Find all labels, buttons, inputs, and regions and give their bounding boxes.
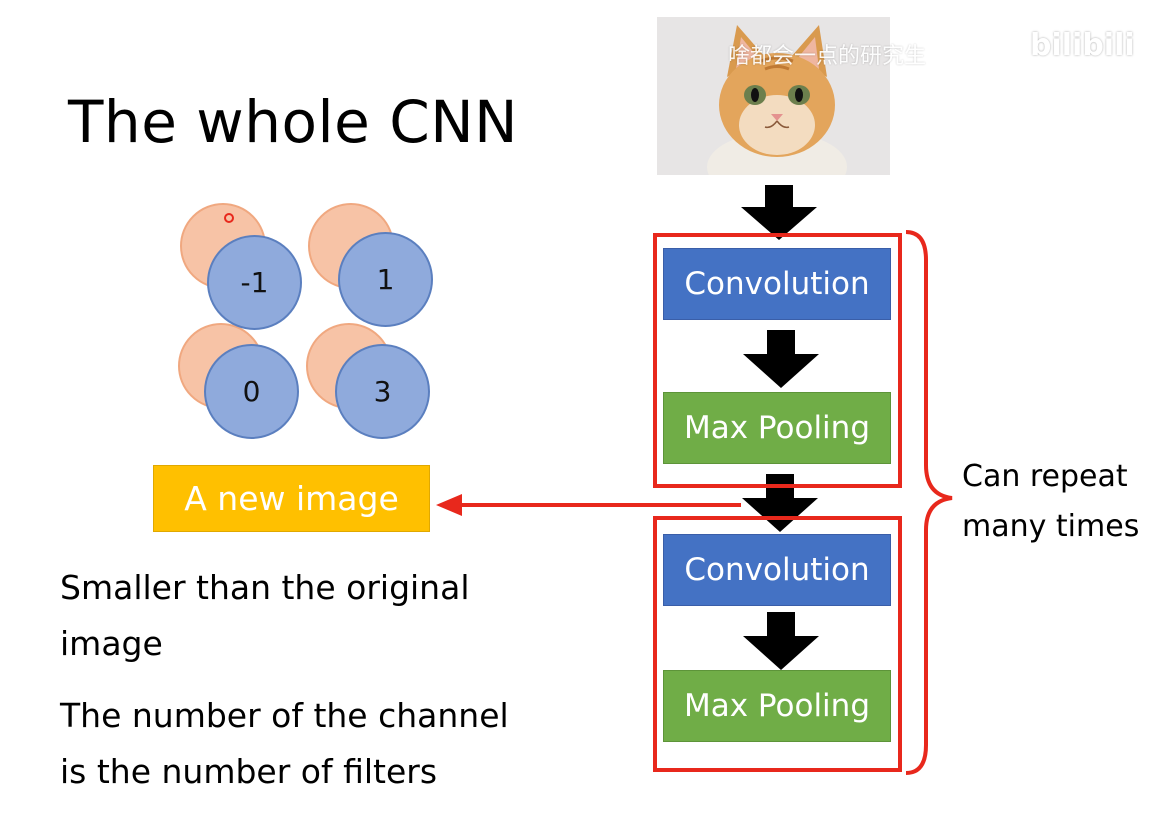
arrow-down-icon: [741, 185, 817, 240]
repeat-block-frame: [653, 233, 902, 488]
note-line: Smaller than the original: [60, 568, 470, 607]
note-line: image: [60, 624, 163, 663]
feature-value-circle: 3: [335, 344, 430, 439]
arrow-left-icon: [436, 494, 741, 516]
watermark-logo: bilibili: [1030, 28, 1135, 63]
feature-value: 3: [373, 375, 392, 408]
new-image-label: A new image: [184, 479, 399, 518]
repeat-note-line: many times: [962, 509, 1140, 544]
max-pooling-box: Max Pooling: [663, 392, 891, 464]
slide-title: The whole CNN: [68, 88, 518, 156]
convolution-box: Convolution: [663, 534, 891, 606]
max-pooling-label: Max Pooling: [683, 688, 870, 724]
repeat-block-frame: [653, 516, 902, 772]
feature-value: 1: [376, 263, 395, 296]
note-line: is the number of filters: [60, 752, 438, 791]
max-pooling-box: Max Pooling: [663, 670, 891, 742]
max-pooling-label: Max Pooling: [683, 410, 870, 446]
cat-image: [657, 17, 890, 175]
feature-value-circle: -1: [207, 235, 302, 330]
note-channels: The number of the channel is the number …: [60, 688, 509, 800]
repeat-note-line: Can repeat: [962, 459, 1128, 494]
new-image-box: A new image: [153, 465, 430, 532]
arrow-down-icon: [743, 612, 819, 670]
convolution-box: Convolution: [663, 248, 891, 320]
feature-value: -1: [240, 266, 269, 299]
curly-brace-icon: [905, 230, 953, 775]
watermark-text: 啥都会一点的研究生: [728, 44, 927, 69]
note-smaller: Smaller than the original image: [60, 560, 470, 672]
repeat-note: Can repeat many times: [962, 452, 1139, 552]
feature-value-circle: 0: [204, 344, 299, 439]
cursor-marker: [224, 213, 234, 223]
note-line: The number of the channel: [60, 696, 509, 735]
feature-value-circle: 1: [338, 232, 433, 327]
arrow-down-icon: [743, 330, 819, 388]
convolution-label: Convolution: [684, 552, 870, 588]
convolution-label: Convolution: [684, 266, 870, 302]
arrow-down-icon: [742, 474, 818, 532]
feature-value: 0: [242, 375, 261, 408]
